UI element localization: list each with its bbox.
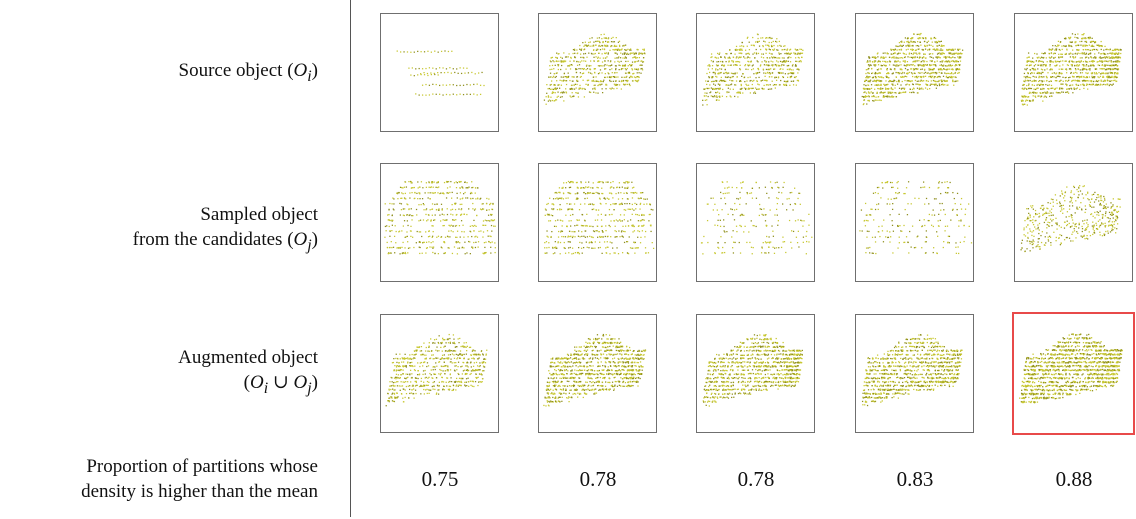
row-label-augmented: Augmented object(Oi ∪ Oj) <box>178 347 318 397</box>
point-cloud-image <box>1020 185 1121 253</box>
value-col-3: 0.78 <box>737 467 775 491</box>
metric-label-line-1: Proportion of partitions whose <box>86 456 318 477</box>
point-cloud-r2-c2 <box>538 163 657 282</box>
point-cloud-image <box>543 33 646 105</box>
point-cloud-r2-c1 <box>380 163 499 282</box>
value-col-4: 0.83 <box>896 467 934 491</box>
point-cloud-r3-c2 <box>538 314 657 433</box>
point-cloud-r3-c5 <box>1012 312 1135 435</box>
point-cloud-r1-c2 <box>538 13 657 132</box>
point-cloud-image <box>861 334 963 407</box>
point-cloud-image <box>859 180 973 255</box>
point-cloud-r3-c1 <box>380 314 499 433</box>
point-cloud-image <box>396 50 485 96</box>
point-cloud-r1-c3 <box>696 13 815 132</box>
point-cloud-image <box>861 32 964 106</box>
point-cloud-r2-c3 <box>696 163 815 282</box>
value-col-2: 0.78 <box>579 467 617 491</box>
point-cloud-r3-c3 <box>696 314 815 433</box>
point-cloud-r2-c4 <box>855 163 974 282</box>
point-cloud-image <box>702 33 804 106</box>
point-cloud-r1-c1 <box>380 13 499 132</box>
value-col-5: 0.88 <box>1055 467 1093 491</box>
point-cloud-image <box>385 333 488 407</box>
row-label-source: Source object (Oi) <box>178 60 318 85</box>
point-cloud-r2-c5 <box>1014 163 1133 282</box>
value-col-1: 0.75 <box>421 467 459 491</box>
point-cloud-image <box>1020 33 1122 106</box>
point-cloud-image <box>384 180 496 255</box>
point-cloud-r1-c4 <box>855 13 974 132</box>
point-cloud-image <box>702 334 803 407</box>
point-cloud-image <box>544 180 655 255</box>
point-cloud-image <box>700 181 813 255</box>
vertical-divider <box>350 0 351 517</box>
point-cloud-r3-c4 <box>855 314 974 433</box>
point-cloud-image <box>1019 333 1123 404</box>
point-cloud-r1-c5 <box>1014 13 1133 132</box>
metric-label: Proportion of partitions whose density i… <box>81 454 318 504</box>
metric-label-line-2: density is higher than the mean <box>81 481 318 502</box>
point-cloud-image <box>543 333 647 407</box>
